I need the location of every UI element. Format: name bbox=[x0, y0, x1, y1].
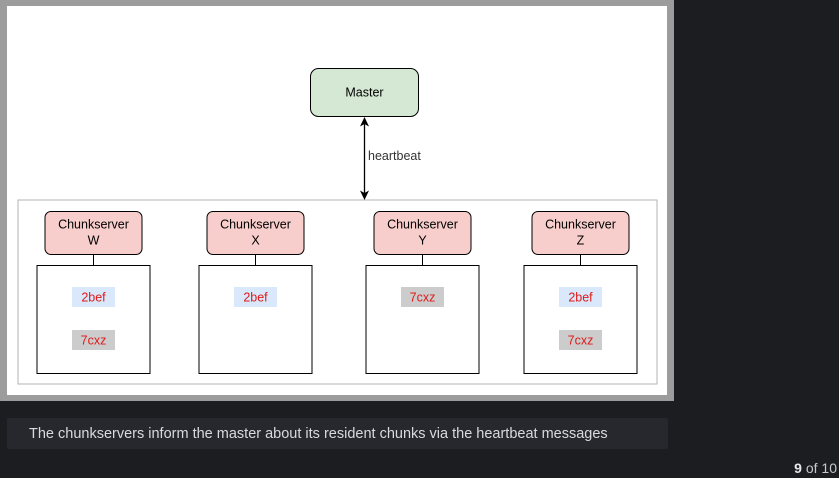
chunkserver-name: Chunkserver bbox=[387, 218, 458, 232]
caption-text: The chunkservers inform the master about… bbox=[29, 426, 608, 442]
heartbeat-arrow-head-bottom bbox=[360, 190, 369, 200]
master-node bbox=[310, 68, 419, 117]
chunk-badge bbox=[72, 330, 115, 350]
page-counter: 9 of 10 bbox=[794, 460, 837, 476]
chunk-badge bbox=[401, 287, 444, 307]
chunkserver-node bbox=[206, 211, 305, 255]
chunkserver-id: W bbox=[88, 234, 100, 248]
page-separator: of bbox=[805, 460, 818, 476]
chunk-label: 2bef bbox=[81, 291, 106, 305]
chunkserver-name: Chunkserver bbox=[58, 218, 129, 232]
chunk-storage-box bbox=[523, 265, 638, 374]
chunk-label: 7cxz bbox=[81, 334, 107, 348]
chunk-label: 7cxz bbox=[410, 291, 436, 305]
chunkserver-id: Y bbox=[418, 234, 427, 248]
heartbeat-arrow-head-top bbox=[360, 117, 369, 127]
chunkserver-node bbox=[44, 211, 143, 255]
chunk-storage-box bbox=[365, 265, 480, 374]
page-total: 10 bbox=[821, 460, 837, 476]
caption-box: The chunkservers inform the master about… bbox=[7, 418, 668, 449]
chunk-storage-box bbox=[36, 265, 151, 374]
master-label: Master bbox=[345, 86, 383, 100]
chunkserver-node bbox=[373, 211, 472, 255]
chunkserver-id: Z bbox=[577, 234, 585, 248]
chunkserver-node bbox=[531, 211, 630, 255]
chunkserver-name: Chunkserver bbox=[545, 218, 616, 232]
chunk-label: 2bef bbox=[568, 291, 593, 305]
chunk-badge bbox=[559, 330, 602, 350]
chunk-label: 2bef bbox=[243, 291, 268, 305]
chunkserver-id: X bbox=[251, 234, 260, 248]
chunk-storage-box bbox=[198, 265, 313, 374]
chunk-badge bbox=[559, 287, 602, 307]
chunk-badge bbox=[234, 287, 277, 307]
page-current: 9 bbox=[794, 460, 802, 476]
chunkserver-group-container bbox=[17, 199, 658, 385]
chunk-badge bbox=[72, 287, 115, 307]
heartbeat-label: heartbeat bbox=[368, 149, 421, 163]
architecture-diagram: Master heartbeat ChunkserverW2bef7cxzChu… bbox=[17, 68, 658, 385]
chunkserver-name: Chunkserver bbox=[220, 218, 291, 232]
chunk-label: 7cxz bbox=[568, 334, 594, 348]
